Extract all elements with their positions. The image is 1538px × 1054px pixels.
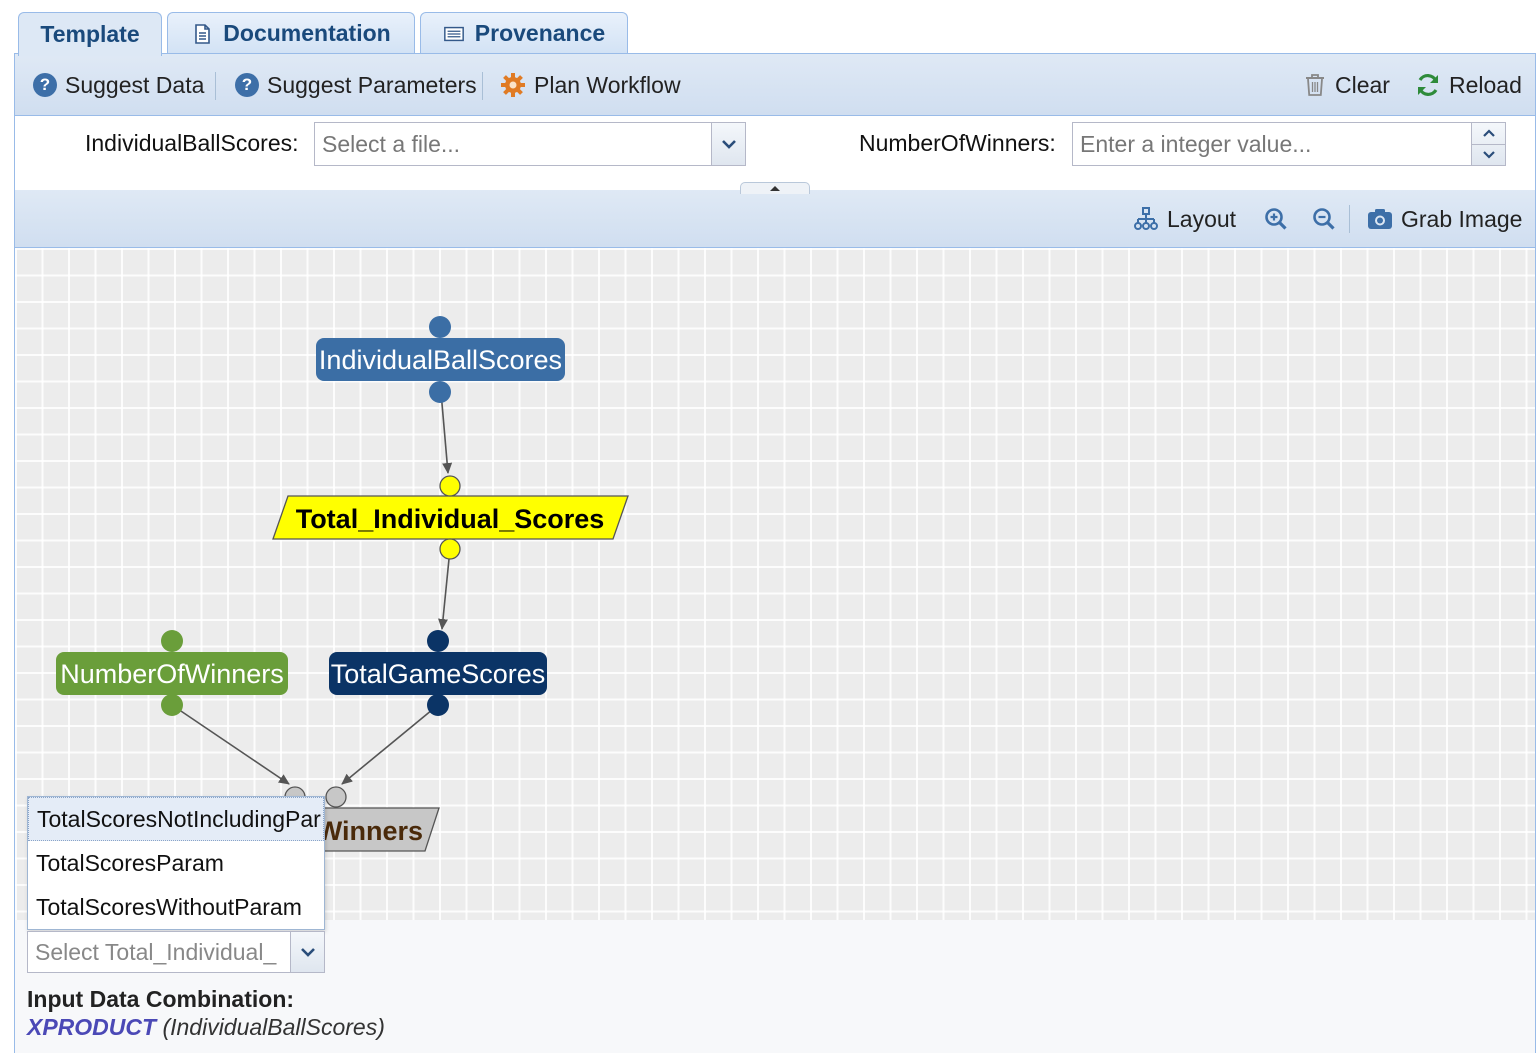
toolbar-separator: [482, 72, 483, 100]
suggest-parameters-button[interactable]: ? Suggest Parameters: [235, 54, 477, 116]
chevron-down-icon: [300, 948, 315, 957]
combination-args: (IndividualBallScores): [156, 1014, 385, 1040]
output-port: [427, 694, 449, 716]
suggest-parameters-label: Suggest Parameters: [267, 71, 477, 98]
integer-spinner[interactable]: Enter a integer value...: [1072, 122, 1506, 166]
component-select-input[interactable]: Select Total_Individual_: [35, 938, 277, 965]
file-select-input[interactable]: Select a file...: [322, 130, 461, 157]
node-body: [316, 338, 565, 381]
output-port: [429, 381, 451, 403]
tab-bar: Template Documentation Provenance: [0, 0, 1538, 56]
zoom-in-icon: [1265, 208, 1287, 230]
reload-label: Reload: [1449, 71, 1522, 98]
clear-button[interactable]: Clear: [1303, 54, 1390, 116]
dropdown-trigger[interactable]: [711, 123, 745, 165]
file-select-combo[interactable]: Select a file...: [314, 122, 746, 166]
help-icon: ?: [235, 73, 259, 97]
collapse-handle[interactable]: [740, 182, 810, 194]
node-label: IndividualBallScores: [319, 345, 562, 375]
tab-template[interactable]: Template: [18, 12, 162, 56]
workflow-toolbar: ? Suggest Data ? Suggest Parameters Plan…: [15, 54, 1535, 116]
graph-edges: [171, 391, 453, 785]
layout-button[interactable]: Layout: [1133, 190, 1236, 248]
reload-button[interactable]: Reload: [1415, 54, 1522, 116]
chevron-down-icon: [721, 140, 736, 149]
zoom-out-icon: [1313, 208, 1335, 230]
node-label: Total_Individual_Scores: [296, 504, 605, 534]
suggest-data-button[interactable]: ? Suggest Data: [33, 54, 204, 116]
plan-workflow-button[interactable]: Plan Workflow: [500, 54, 681, 116]
clear-label: Clear: [1335, 71, 1390, 98]
list-item[interactable]: TotalScoresNotIncludingPar: [28, 797, 324, 841]
node-label: Winners: [317, 816, 423, 846]
node-number-of-winners[interactable]: NumberOfWinners: [56, 630, 288, 716]
output-port: [161, 694, 183, 716]
dropdown-trigger[interactable]: [290, 932, 324, 972]
input-data-combination-label: Input Data Combination:: [27, 986, 295, 1012]
tab-documentation[interactable]: Documentation: [167, 12, 415, 54]
list-item[interactable]: TotalScoresParam: [36, 849, 224, 876]
node-individual-ball-scores[interactable]: IndividualBallScores: [316, 316, 565, 403]
chevron-down-icon: [1482, 151, 1495, 159]
help-icon: ?: [33, 73, 57, 97]
zoom-out-button[interactable]: [1311, 190, 1337, 248]
zoom-in-button[interactable]: [1263, 190, 1289, 248]
toolbar-separator: [1349, 205, 1350, 233]
input-port: [427, 630, 449, 652]
hierarchy-icon: [1134, 207, 1158, 230]
integer-input[interactable]: Enter a integer value...: [1080, 130, 1312, 157]
tab-provenance-label: Provenance: [474, 20, 606, 46]
edge-individual-to-total: [440, 391, 453, 474]
individual-ball-scores-label: IndividualBallScores:: [85, 130, 299, 156]
spin-up-button[interactable]: [1472, 123, 1505, 144]
suggest-data-label: Suggest Data: [65, 71, 205, 98]
grab-image-label: Grab Image: [1401, 205, 1523, 232]
component-select-combo[interactable]: Select Total_Individual_: [27, 931, 325, 973]
combination-operator: XPRODUCT: [27, 1014, 157, 1040]
tab-provenance[interactable]: Provenance: [420, 12, 628, 54]
output-port: [439, 538, 461, 560]
edge-winners-param: [171, 704, 290, 785]
input-data-combination-value: XPRODUCT (IndividualBallScores): [27, 1014, 385, 1041]
document-icon: [195, 23, 211, 44]
grab-image-button[interactable]: Grab Image: [1367, 190, 1522, 248]
spin-down-button[interactable]: [1472, 143, 1505, 166]
node-label: TotalGameScores: [331, 659, 546, 689]
plan-workflow-label: Plan Workflow: [534, 71, 681, 98]
camera-icon: [1368, 209, 1392, 229]
chevron-up-icon: [1482, 129, 1495, 137]
list-item[interactable]: TotalScoresWithoutParam: [36, 893, 302, 920]
layout-label: Layout: [1167, 205, 1237, 232]
input-port: [439, 475, 461, 497]
edge-gamescores-to-winners: [341, 704, 439, 785]
refresh-icon: [1418, 74, 1438, 96]
node-label: NumberOfWinners: [60, 659, 284, 689]
component-options-list: TotalScoresNotIncludingPar TotalScoresPa…: [27, 796, 325, 930]
node-total-individual-scores[interactable]: Total_Individual_Scores: [272, 475, 629, 560]
node-body: [56, 652, 288, 695]
gear-icon: [501, 73, 525, 97]
toolbar-separator: [215, 72, 216, 100]
parameter-form: IndividualBallScores: Select a file... N…: [15, 116, 1535, 184]
input-port: [325, 786, 347, 808]
canvas-toolbar: Layout Grab Image: [15, 190, 1535, 248]
tab-documentation-label: Documentation: [223, 20, 391, 46]
caret-up-icon: [770, 186, 780, 191]
input-port: [429, 316, 451, 338]
trash-icon: [1306, 74, 1324, 96]
edge-total-to-gamescores: [438, 548, 451, 630]
spinner-buttons: [1471, 123, 1505, 165]
node-body: [272, 495, 629, 540]
number-of-winners-label: NumberOfWinners:: [859, 130, 1056, 156]
tab-template-label: Template: [40, 21, 140, 47]
node-total-game-scores[interactable]: TotalGameScores: [329, 630, 547, 716]
input-port: [161, 630, 183, 652]
list-icon: [443, 26, 464, 41]
node-body: [329, 652, 547, 695]
